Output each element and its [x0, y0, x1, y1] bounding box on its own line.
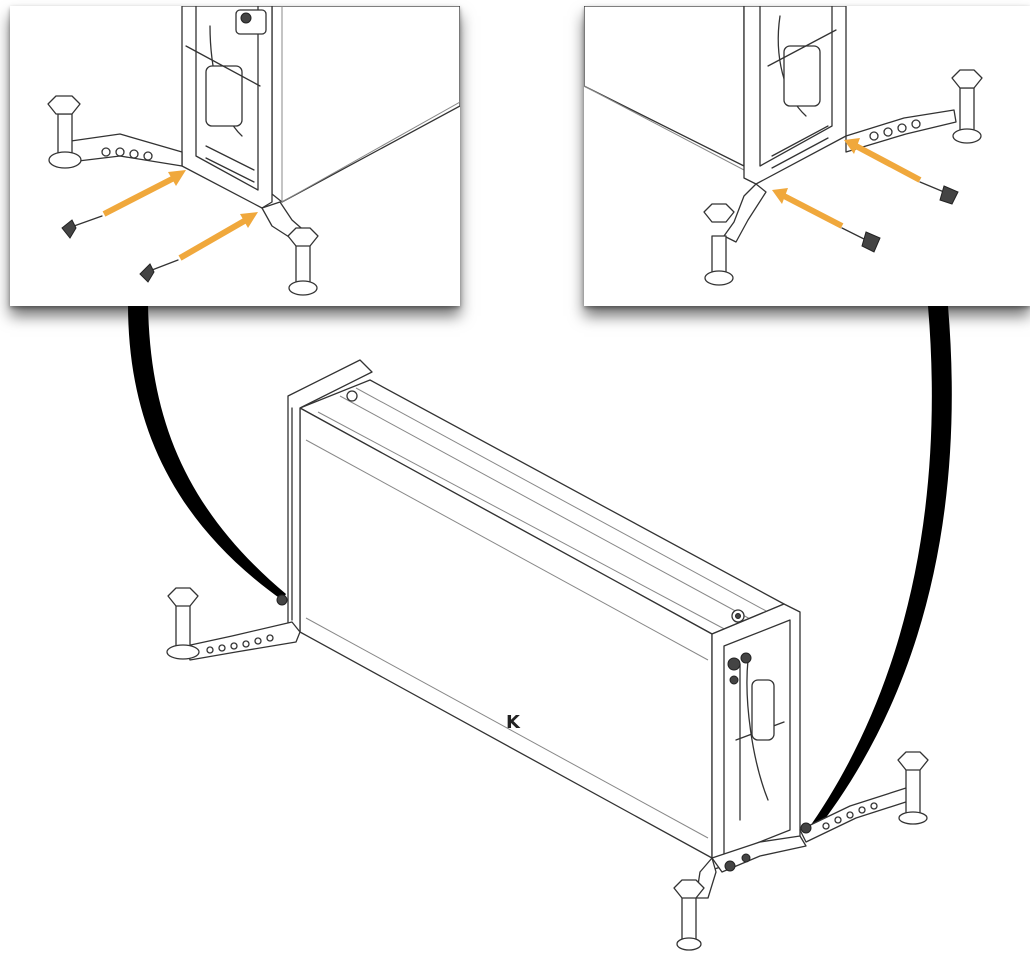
main-left-foot: [166, 587, 301, 661]
pin-right-1: [919, 181, 959, 205]
main-right-foot: [799, 751, 929, 843]
insert-arrow-2: [178, 212, 258, 261]
pin-left-2: [139, 259, 179, 283]
detail-panel-right: [584, 6, 1030, 306]
pin-right-2: [841, 227, 881, 253]
main-bottom-foot: [673, 835, 807, 951]
detail-panel-left: [10, 6, 460, 306]
right-callout-band: [806, 306, 952, 836]
insert-arrow-4: [772, 188, 844, 229]
pin-left-1: [61, 215, 103, 239]
speaker-cabinet: [276, 359, 801, 871]
brand-logo: K: [506, 712, 521, 733]
left-callout-band: [128, 304, 286, 600]
insert-arrow-3: [844, 138, 922, 183]
insert-arrow-1: [102, 170, 186, 217]
